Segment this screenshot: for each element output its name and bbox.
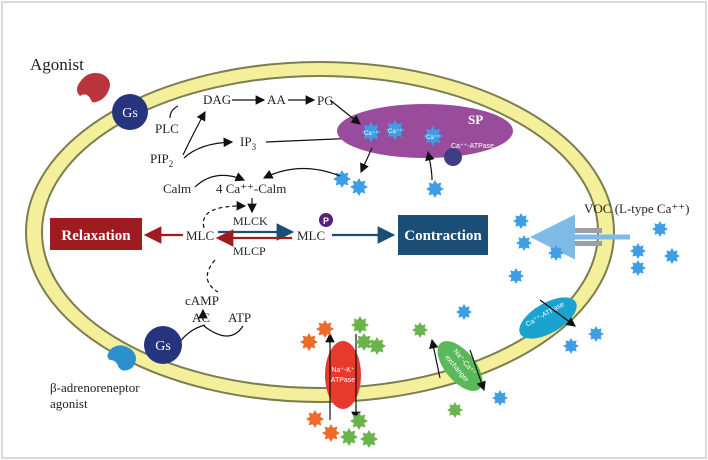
calcium-icon [652,221,668,237]
dag-label: DAG [203,92,231,107]
sodium-icon [412,322,428,338]
phosphate-label: P [323,216,329,226]
beta-agonist-line1: β-adrenoreneptor [50,380,140,395]
calcium-icon [630,243,646,259]
sodium-icon [360,430,378,448]
calcium-icon [664,248,680,264]
gs-bottom-label: Gs [155,339,171,354]
agonist-molecule [77,73,110,103]
sodium-icon [368,337,386,355]
aa-label: AA [267,92,286,107]
nak-label-2: ATPase [331,377,355,384]
ca-calm-label: 4 Ca⁺⁺-Calm [216,181,286,196]
voc-channel-top [562,228,602,233]
calcium-icon [548,245,564,261]
ac-label: AC [192,310,210,325]
gs-protein-top [112,94,148,130]
mlc-right-label: MLC [297,228,325,243]
potassium-icon [306,410,324,428]
ca-binding-arrow [262,167,341,179]
plc-label: PLC [155,121,179,136]
atp-label: ATP [228,310,251,325]
membrane-ca-atpase [519,297,577,339]
atp-conversion-arc [203,325,244,337]
sodium-icon [447,402,463,418]
contraction-label: Contraction [404,228,482,244]
na-influx-arrow [429,338,441,379]
sarcoplasmic-reticulum [337,104,513,158]
ca-ion-label: Ca⁺⁺ [426,134,440,141]
sp-pump [444,148,462,166]
relaxation-label: Relaxation [61,228,131,244]
beta-agonist-line2: agonist [50,396,88,411]
calm-arrow [194,172,246,188]
potassium-icon [316,320,334,338]
agonist-label: Agonist [30,55,84,74]
pip2-label: PIP2 [150,151,173,169]
calcium-icon [516,235,532,251]
sp-uptake-arrow [425,150,435,181]
mlcp-label: MLCP [233,244,266,258]
calcium-icon [333,170,351,188]
sodium-icon [340,428,358,446]
calcium-icon [630,260,646,276]
contraction-box [398,215,488,255]
calcium-icon [508,268,524,284]
beta-receptor [107,345,136,371]
gs-top-label: Gs [122,106,138,121]
pip2-to-dag-arrow [182,110,206,156]
nak-label-1: Na⁺-K⁺ [331,367,355,374]
ca-ion-label: Ca⁺⁺ [388,128,402,135]
calcium-icon [563,338,579,354]
camp-inhibition-arrow [206,259,219,293]
na-ca-exchanger [437,341,483,391]
camp-mlck-arrow [202,201,247,229]
ip3-label: IP3 [240,134,257,152]
potassium-icon [322,424,340,442]
pg-to-sp-arrow [329,99,361,125]
calcium-icon [350,178,368,196]
camp-label: cAMP [185,293,219,308]
ca-exchange-arrow [469,349,486,392]
ca-efflux-arrow [539,299,576,327]
voc-channel-bottom [562,241,602,246]
calcium-icon [426,180,444,198]
na-k-atpase [325,341,361,409]
gs-plc-arc [169,105,179,119]
calcium-icon [513,213,529,229]
sodium-icon [350,412,368,430]
gs-protein-bottom [144,326,182,364]
pg-label: PG [317,93,334,108]
mlc-left-label: MLC [186,228,214,243]
potassium-icon [300,333,318,351]
calcium-icon [588,326,604,342]
relaxation-box [50,218,142,250]
calcium-icon [456,304,472,320]
sodium-icon [351,316,369,334]
pip2-to-ip3-arrow [183,137,234,159]
phosphate-icon [319,213,333,227]
calm-label: Calm [163,181,191,196]
calcium-icon [492,390,508,406]
ca-ion-label: Ca⁺⁺ [364,130,378,137]
sp-pump-label: Ca⁺⁺-ATPase [451,143,494,150]
sp-label: SP [468,112,483,127]
sodium-icon [355,333,373,351]
mlck-label: MLCK [233,214,268,228]
voc-label: VOC (L-type Ca⁺⁺) [584,201,689,216]
sp-release-arrow [360,147,373,174]
